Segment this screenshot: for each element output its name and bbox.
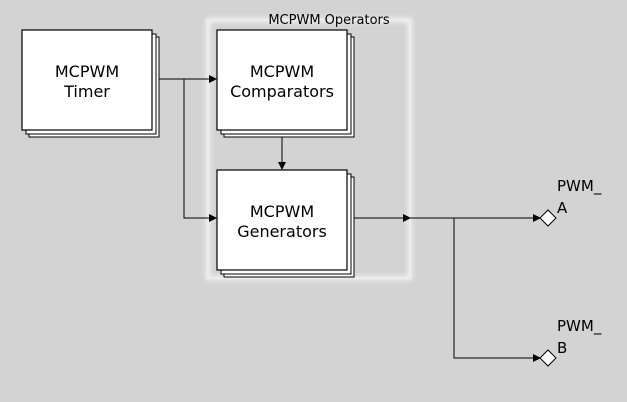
generators-label-line2: Generators bbox=[237, 222, 327, 241]
comparators-label-line1: MCPWM bbox=[250, 62, 314, 81]
connections bbox=[159, 75, 541, 362]
pwm-b-port: PWM_ B bbox=[539, 317, 602, 367]
comparators-block: MCPWM Comparators bbox=[216, 29, 355, 138]
pwm-b-label-line1: PWM_ bbox=[557, 317, 602, 336]
timer-label-line2: Timer bbox=[63, 82, 110, 101]
timer-to-generators-arrow bbox=[183, 79, 217, 222]
timer-block: MCPWM Timer bbox=[21, 29, 160, 138]
operators-group-label: MCPWM Operators bbox=[268, 13, 390, 28]
pwm-b-diamond-icon bbox=[539, 349, 557, 367]
to-pwm-b-arrow bbox=[453, 218, 541, 362]
timer-label-line1: MCPWM bbox=[55, 62, 119, 81]
operators-group: MCPWM Operators bbox=[205, 13, 413, 281]
generators-block: MCPWM Generators bbox=[216, 169, 355, 278]
pwm-a-label-line2: A bbox=[557, 199, 568, 217]
generators-label-line1: MCPWM bbox=[250, 202, 314, 221]
pwm-b-label-line2: B bbox=[557, 339, 567, 357]
pwm-a-diamond-icon bbox=[539, 209, 557, 227]
pwm-a-port: PWM_ A bbox=[539, 177, 602, 227]
comparators-label-line2: Comparators bbox=[230, 82, 334, 101]
pwm-a-label-line1: PWM_ bbox=[557, 177, 602, 196]
